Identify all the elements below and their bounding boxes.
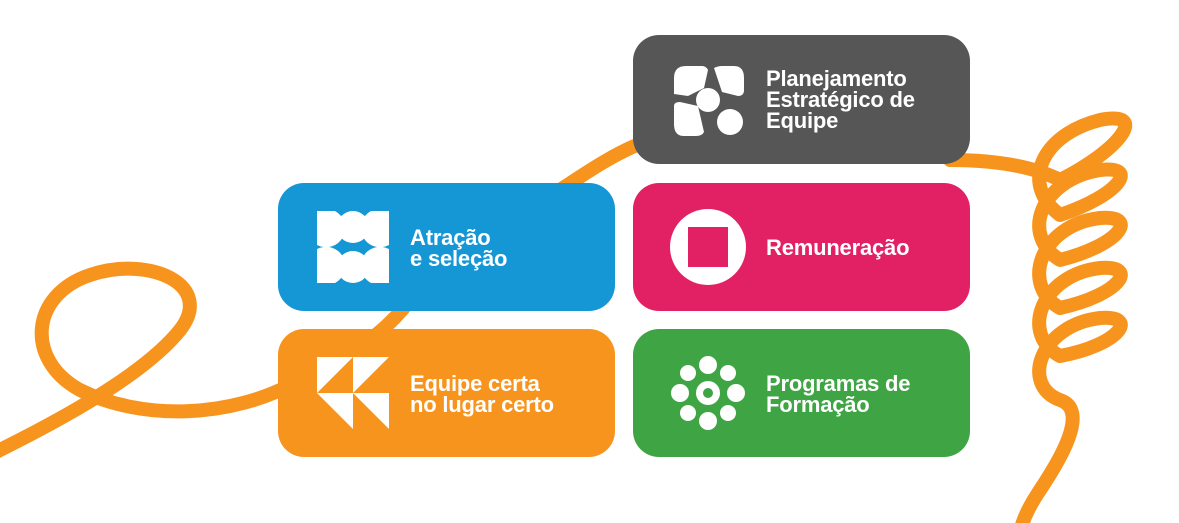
label-line: Remuneração <box>766 235 910 260</box>
card-atracao[interactable]: Atração e seleção <box>278 183 615 311</box>
label-line: e seleção <box>410 246 508 271</box>
card-equipe[interactable]: Equipe certa no lugar certo <box>278 329 615 457</box>
label-line: Equipe <box>766 108 839 133</box>
label-line: no lugar certo <box>410 392 554 417</box>
square-in-circle-icon <box>670 209 746 285</box>
card-remuneracao-label: Remuneração <box>766 235 910 260</box>
label-line: Equipe certa <box>410 371 540 396</box>
ribbon-right-coil <box>943 111 1133 523</box>
card-atracao-label: Atração e seleção <box>410 225 508 271</box>
semicircle-grid-icon <box>317 211 389 283</box>
hexagon-cluster-icon <box>674 66 744 136</box>
card-planejamento[interactable]: Planejamento Estratégico de Equipe <box>633 35 970 164</box>
card-equipe-label: Equipe certa no lugar certo <box>410 371 554 417</box>
card-programas-label: Programas de Formação <box>766 371 911 417</box>
triangle-pattern-icon <box>317 357 389 429</box>
card-remuneracao[interactable]: Remuneração <box>633 183 970 311</box>
flower-icon <box>671 356 745 430</box>
label-line: Atração <box>410 225 491 250</box>
label-line: Formação <box>766 392 870 417</box>
label-line: Estratégico de <box>766 87 915 112</box>
label-line: Planejamento <box>766 66 907 91</box>
card-programas[interactable]: Programas de Formação <box>633 329 970 457</box>
card-planejamento-label: Planejamento Estratégico de Equipe <box>766 66 915 133</box>
label-line: Programas de <box>766 371 911 396</box>
